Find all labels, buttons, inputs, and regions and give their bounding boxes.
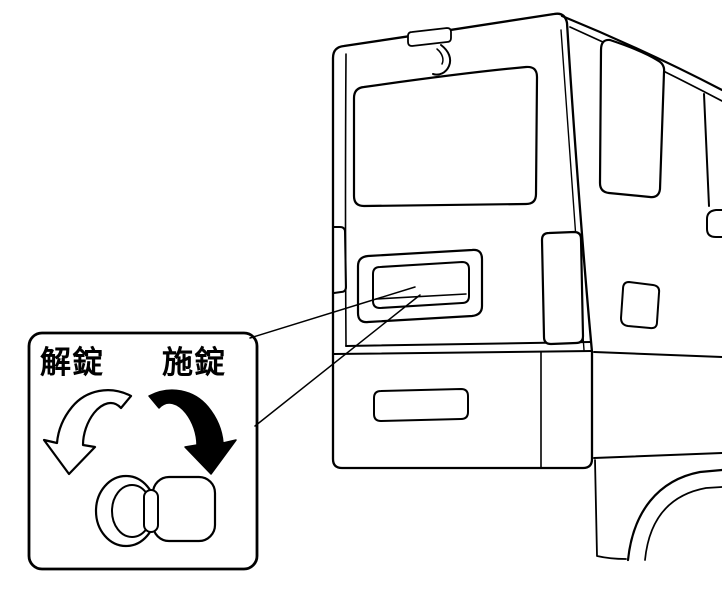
key-escutcheon <box>151 475 217 543</box>
lock-label: 施錠 <box>162 345 226 381</box>
bumper-top-line <box>333 350 593 355</box>
unlock-arrow-icon <box>42 389 133 476</box>
key-cylinder-icon <box>94 474 217 548</box>
side-molding-top-line <box>593 351 722 358</box>
wheel-arch <box>626 468 722 562</box>
garnish-recess <box>372 261 470 309</box>
tail-lamp-right <box>540 230 585 346</box>
roof-side-edge <box>560 14 722 92</box>
door-gap-line-left <box>344 53 347 347</box>
unlock-label: 解錠 <box>40 345 104 381</box>
rear-window <box>352 65 539 208</box>
leader-line-bottom <box>254 294 421 427</box>
side-molding-bottom-line <box>593 452 722 459</box>
garnish-outer <box>356 248 484 324</box>
lock-arrow-icon <box>148 389 237 475</box>
side-window <box>598 38 666 199</box>
rear-wiper <box>432 44 452 76</box>
rear-wiper-inner-line <box>436 48 444 65</box>
bumper-step <box>373 388 469 422</box>
side-door-handle <box>706 209 722 238</box>
license-plate-handle-garnish <box>356 248 484 324</box>
keyhole-slot <box>143 489 159 533</box>
side-skirt <box>594 459 627 560</box>
leader-line-top <box>249 286 416 339</box>
garnish-handle-line <box>375 293 467 300</box>
fuel-door <box>620 281 661 330</box>
side-pillar-line <box>703 93 710 207</box>
high-mount-stop-lamp <box>407 27 452 47</box>
wheel-arch-lip <box>644 486 722 561</box>
